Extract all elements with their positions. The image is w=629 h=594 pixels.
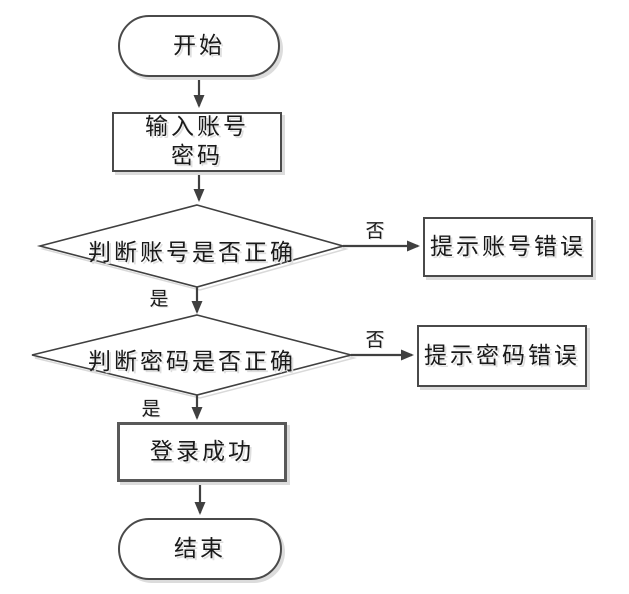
error-account-label: 提示账号错误 xyxy=(430,233,586,259)
input-account-node: 输入账号 密码 xyxy=(112,112,282,172)
edge-label-yes-1: 是 xyxy=(149,289,169,310)
flow-arrows xyxy=(191,79,420,515)
start-node-label: 开始 xyxy=(173,32,225,58)
start-node: 开始 xyxy=(118,15,280,77)
login-success-label: 登录成功 xyxy=(150,438,254,464)
end-node: 结束 xyxy=(118,518,282,580)
error-password-label: 提示密码错误 xyxy=(424,342,580,368)
error-password-node: 提示密码错误 xyxy=(417,325,587,387)
edge-label-no-1: 否 xyxy=(365,221,385,242)
edge-label-yes-2: 是 xyxy=(141,399,161,420)
error-account-node: 提示账号错误 xyxy=(423,217,593,277)
decision-password-label: 判断密码是否正确 xyxy=(88,349,296,374)
input-account-line2: 密码 xyxy=(171,143,223,168)
input-account-line1: 输入账号 xyxy=(145,114,249,140)
edge-label-no-2: 否 xyxy=(365,330,385,351)
decision-account-label: 判断账号是否正确 xyxy=(88,240,296,265)
end-node-label: 结束 xyxy=(174,535,226,561)
login-success-node: 登录成功 xyxy=(117,422,287,482)
